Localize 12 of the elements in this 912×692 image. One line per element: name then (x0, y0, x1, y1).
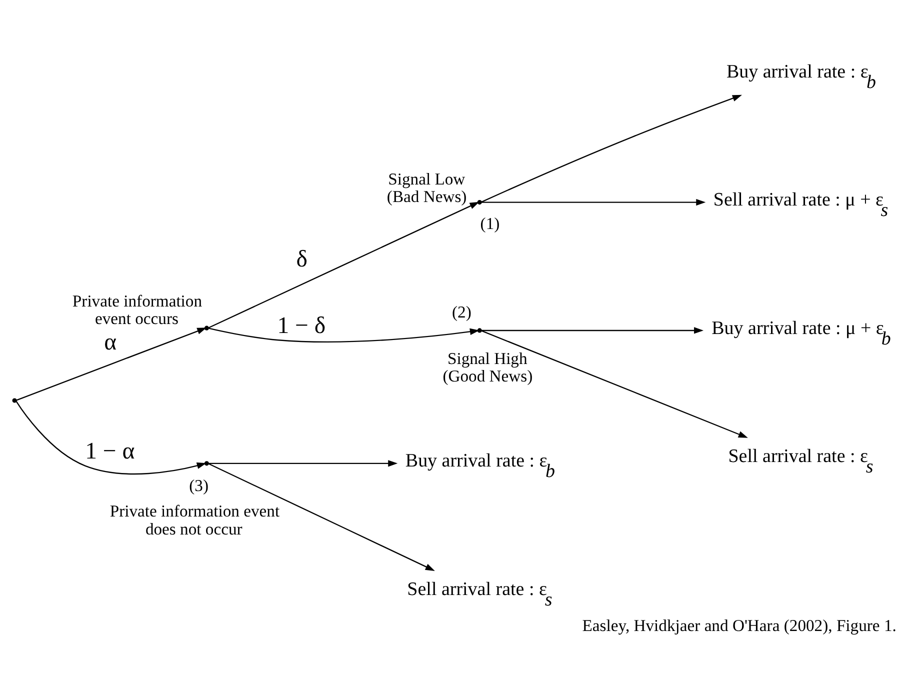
node-label: (1) (480, 213, 500, 232)
edge-label: 1 − δ (277, 312, 326, 338)
caption: Easley, Hvidkjaer and O'Hara (2002), Figure 1. (582, 615, 896, 634)
node-label: (3) (189, 476, 209, 494)
node-label: Signal High (Good News) (442, 348, 533, 386)
edge-label: α (104, 328, 117, 355)
node-label: Private information event does not occur (110, 500, 280, 538)
edge-label: δ (296, 246, 308, 272)
edge-label: 1 − α (85, 438, 135, 464)
node-label: Private information event occurs (72, 290, 202, 328)
node-label: Signal Low (Bad News) (386, 168, 467, 206)
node-label: (2) (452, 302, 472, 322)
